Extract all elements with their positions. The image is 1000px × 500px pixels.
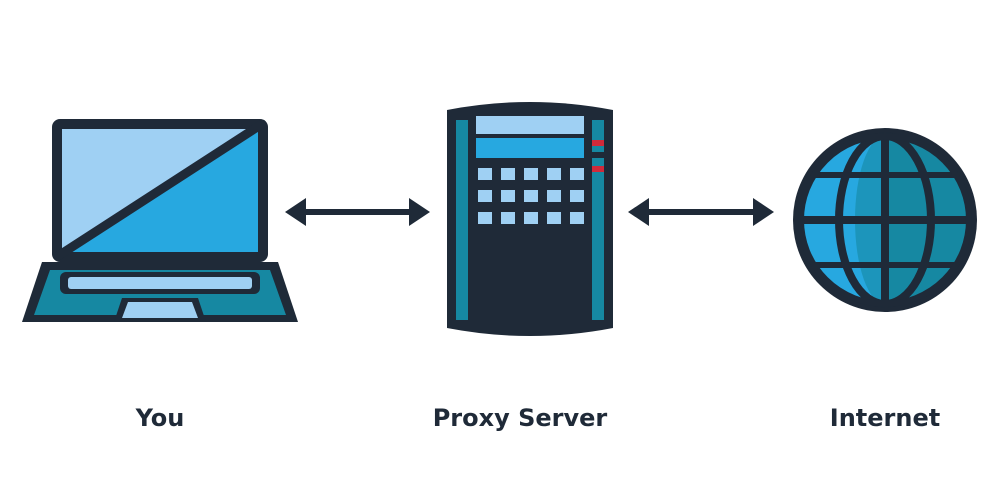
- server-icon: [447, 102, 613, 336]
- label-you: You: [135, 404, 185, 432]
- double-arrow-icon: [628, 198, 774, 226]
- label-proxy-server: Proxy Server: [432, 404, 608, 432]
- laptop-icon: [22, 119, 298, 322]
- double-arrow-icon: [285, 198, 430, 226]
- globe-icon: [793, 128, 977, 312]
- label-internet: Internet: [829, 404, 941, 432]
